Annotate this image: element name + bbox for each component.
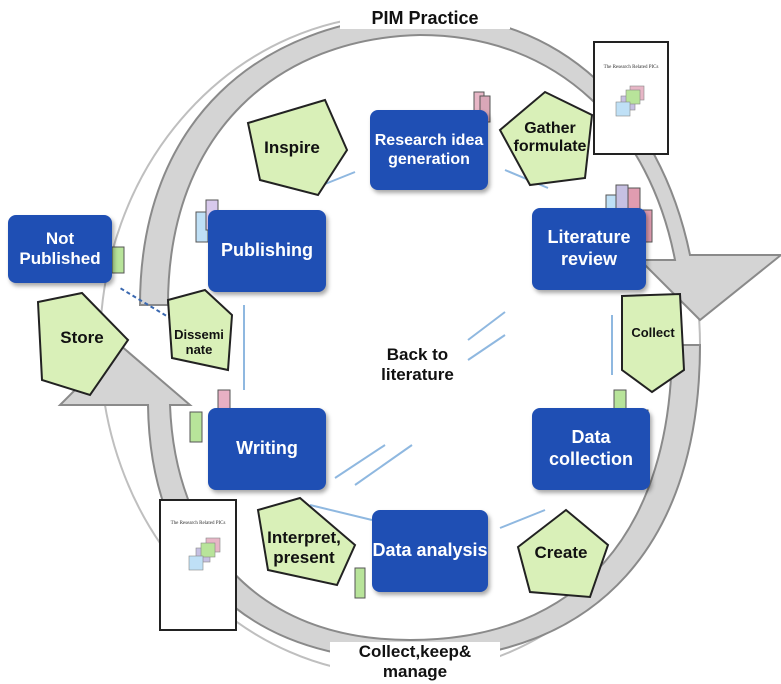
data-collection-box: Data collection	[532, 408, 650, 490]
pim-practice-title: PIM Practice	[340, 8, 510, 29]
literature-review-box: Literature review	[532, 208, 646, 290]
page-stack-icon-not-published	[111, 246, 125, 274]
store-label: Store	[60, 328, 104, 347]
publishing-box: Publishing	[208, 210, 326, 292]
collect-pentagon	[621, 292, 686, 394]
document-thumbnail-bottom-title: The Research Related PICs	[171, 521, 226, 526]
document-thumbnail-bottom: The Research Related PICs	[159, 499, 237, 631]
collect-keep-manage-title: Collect,keep& manage	[330, 642, 500, 682]
data-analysis-box: Data analysis	[372, 510, 488, 592]
collect-label: Collect	[631, 325, 675, 340]
back-to-literature-label: Back to literature	[381, 345, 454, 384]
top-curved-arrow	[138, 13, 781, 322]
create-pentagon	[516, 508, 610, 599]
gather-pentagon	[498, 90, 594, 187]
disseminate-label: Dissemi nate	[174, 327, 224, 357]
bottom-curved-arrow	[57, 343, 702, 662]
interpret-present-label: Interpret, present	[267, 528, 341, 567]
create-label: Create	[534, 543, 588, 562]
inspire-pentagon	[246, 98, 349, 197]
page-stack-icon-data-analysis	[354, 567, 366, 599]
interpret-pentagon	[256, 496, 357, 587]
gather-formulate-label: Gather formulate	[513, 120, 587, 156]
disseminate-pentagon	[166, 288, 234, 372]
inspire-label: Inspire	[264, 138, 320, 157]
writing-box: Writing	[208, 408, 326, 490]
not-published-box: Not Published	[8, 215, 112, 283]
research-idea-generation-box: Research idea generation	[370, 110, 488, 190]
document-thumbnail-top: The Research Related PICs	[593, 41, 669, 155]
store-pentagon	[36, 291, 130, 397]
document-thumbnail-top-title: The Research Related PICs	[604, 65, 659, 70]
